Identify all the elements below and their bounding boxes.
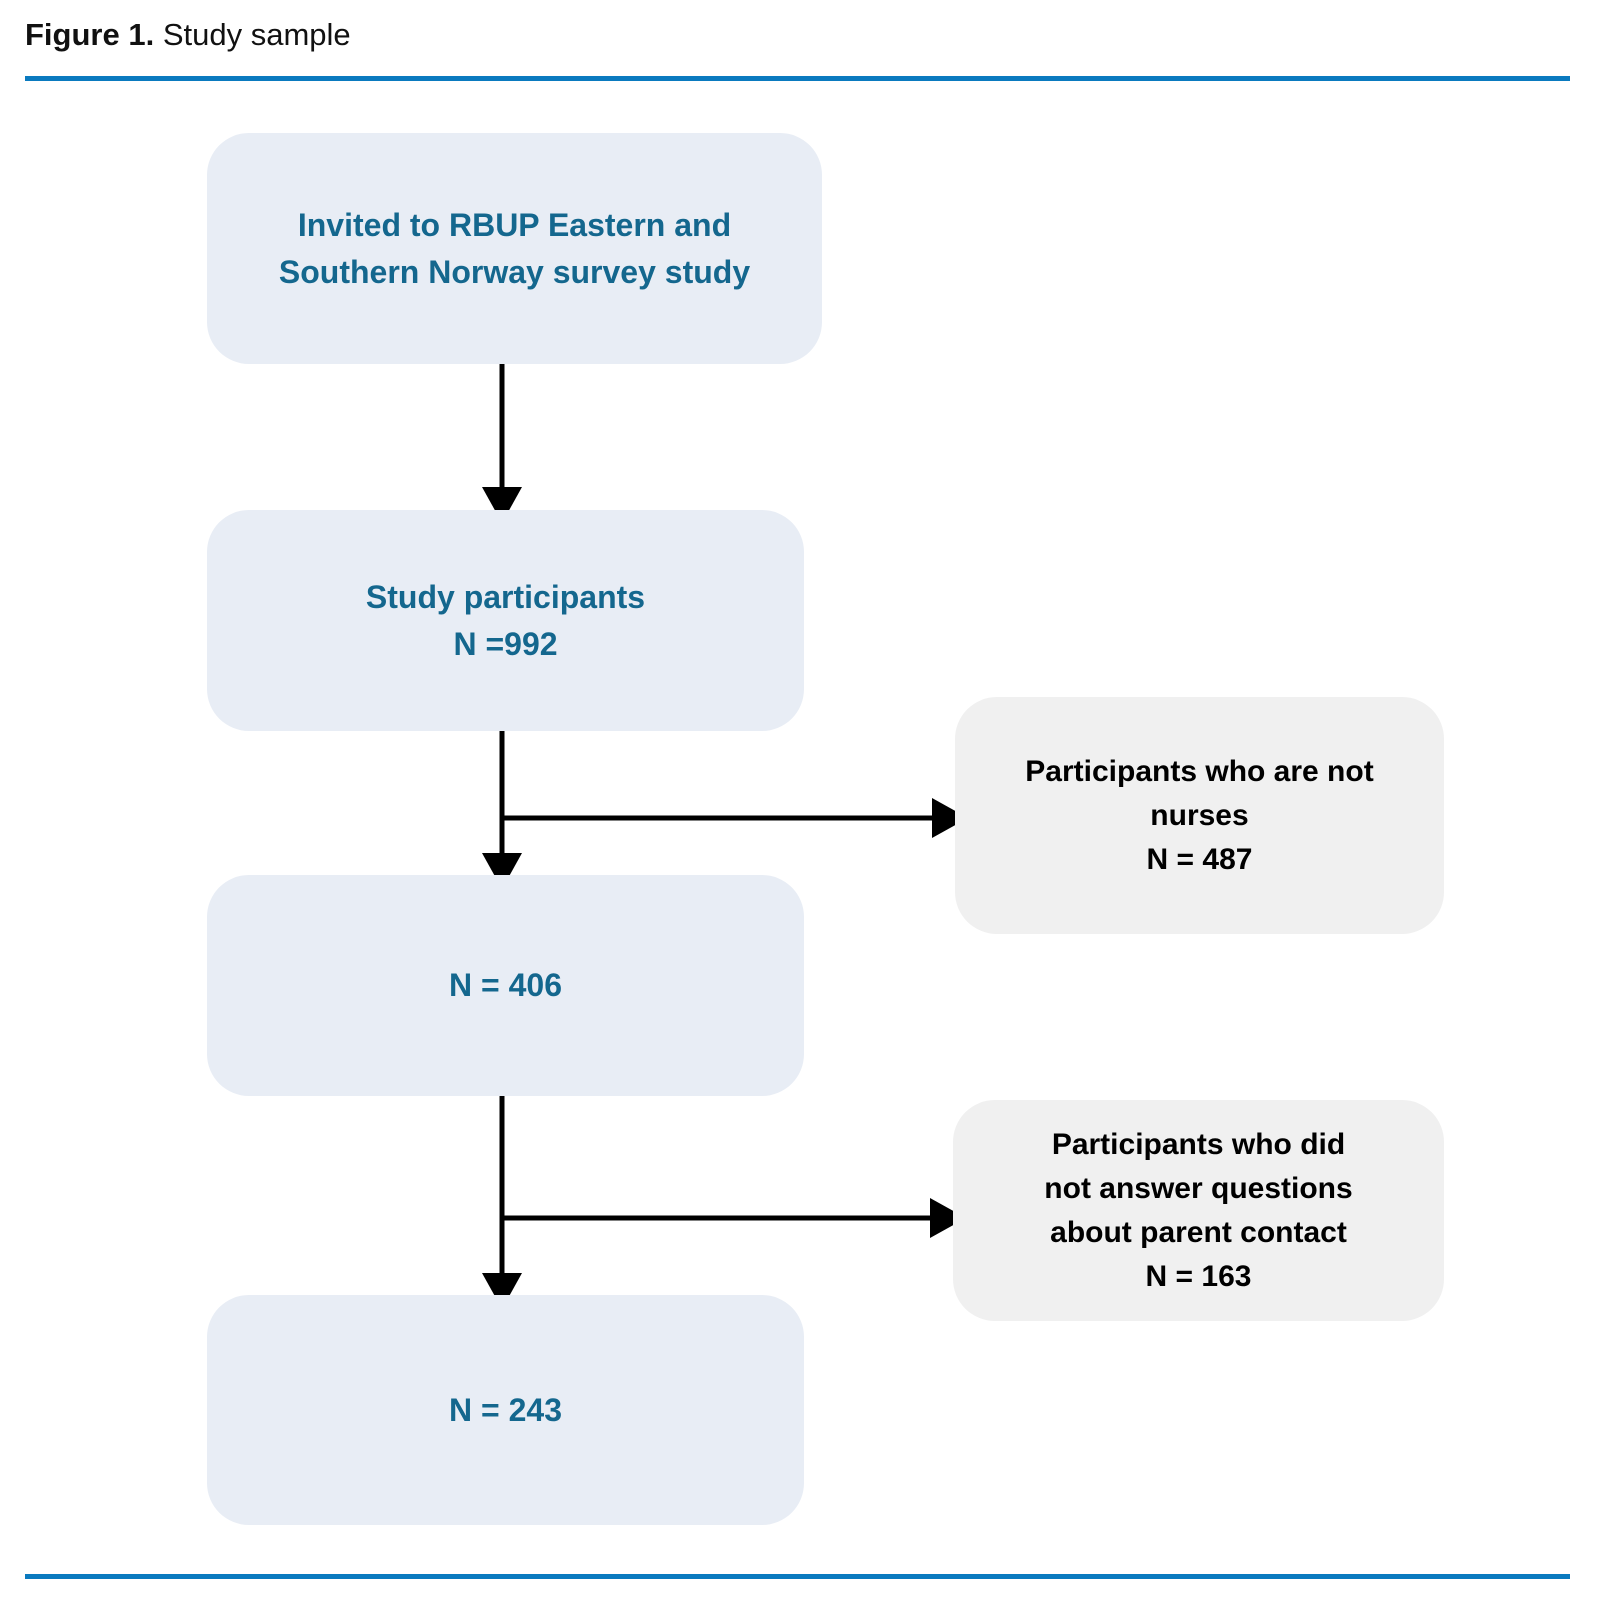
flow-node-nurses-subset-text: N = 406 [449,967,562,1003]
divider-top [25,76,1570,81]
flow-node-excluded-not-nurses: Participants who are not nurses N = 487 [955,697,1444,934]
flow-node-invited-text: Invited to RBUP Eastern and Southern Nor… [278,206,751,290]
flow-node-excluded-not-nurses-text: Participants who are not nurses N = 487 [1025,754,1374,876]
divider-bottom [25,1574,1570,1579]
flow-node-final-sample: N = 243 [207,1295,804,1525]
figure-title: Study sample [162,17,351,52]
flow-node-invited: Invited to RBUP Eastern and Southern Nor… [207,133,822,364]
flow-node-nurses-subset: N = 406 [207,875,804,1096]
flow-node-excluded-no-parent-contact-text: Participants who did not answer question… [1044,1127,1353,1293]
flow-node-study-participants: Study participants N =992 [207,510,804,731]
flow-node-study-participants-text: Study participants N =992 [365,578,646,662]
figure-caption: Figure 1. Study sample [25,14,351,56]
flow-node-final-sample-text: N = 243 [449,1391,562,1428]
flow-node-excluded-no-parent-contact: Participants who did not answer question… [953,1100,1444,1321]
figure-label: Figure 1. [25,17,155,52]
